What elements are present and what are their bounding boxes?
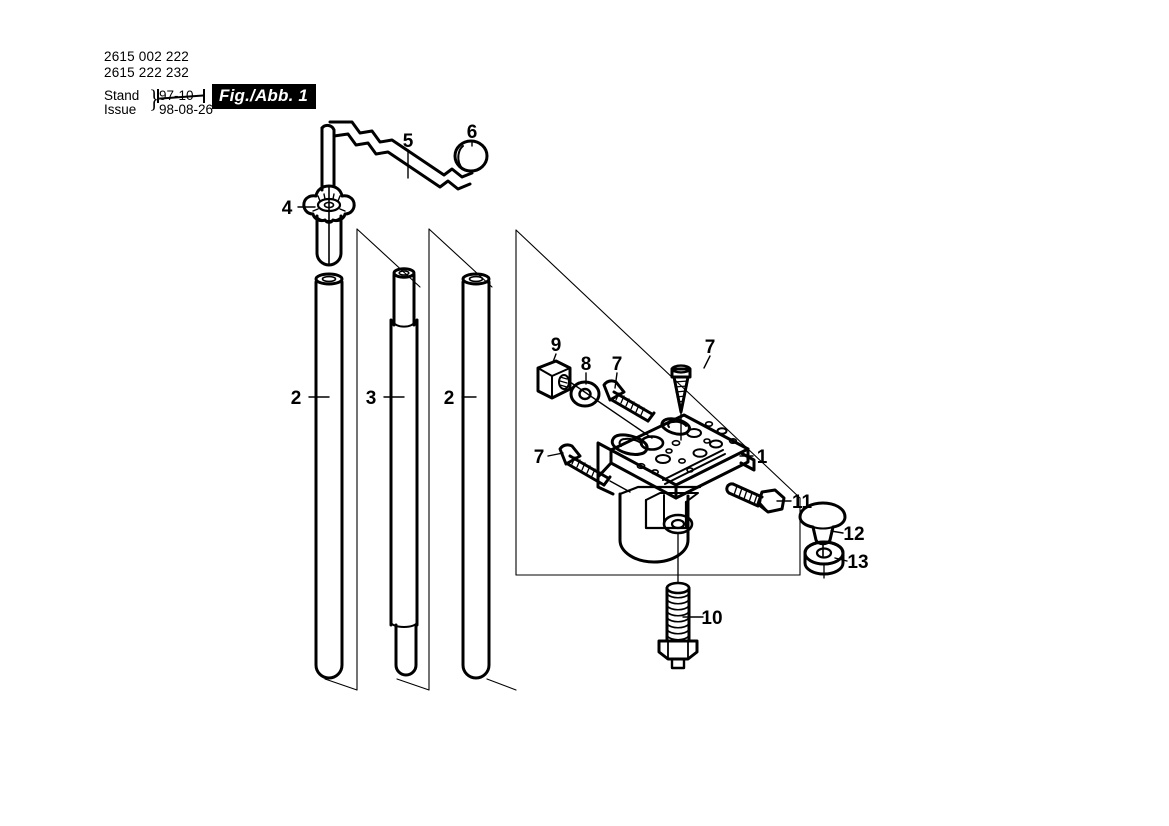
telescoping-tube xyxy=(389,267,419,677)
callout-numbers: 1 2 3 2 4 5 6 7 7 7 8 9 10 11 12 13 xyxy=(282,122,869,629)
callout-9: 9 xyxy=(551,335,562,356)
stand-date-strike-bracket-left xyxy=(157,89,159,103)
callout-8: 8 xyxy=(581,354,592,375)
callout-5: 5 xyxy=(403,131,414,152)
support-tube-left xyxy=(314,272,344,680)
callout-10: 10 xyxy=(701,608,722,629)
callout-11: 11 xyxy=(792,492,813,513)
callout-12: 12 xyxy=(843,524,864,545)
revision-brace: } xyxy=(149,86,159,113)
document-header: 2615 002 222 2615 222 232 Stand Issue } … xyxy=(104,50,314,119)
clamp-block xyxy=(536,359,572,400)
callout-4: 4 xyxy=(282,198,293,219)
hex-bolt xyxy=(725,482,786,514)
star-knob-nut xyxy=(302,184,356,267)
support-tube-right xyxy=(461,272,491,680)
callout-6: 6 xyxy=(467,122,478,143)
long-clamp-screw xyxy=(657,532,699,670)
revision-block: Stand Issue } 97-10 98-08-26 xyxy=(104,86,314,119)
callout-3: 3 xyxy=(366,388,377,409)
flat-washer xyxy=(569,380,601,408)
screw-upper xyxy=(602,379,656,423)
figure-label-box: Fig./Abb. 1 xyxy=(212,84,317,109)
callout-1: 1 xyxy=(757,447,768,468)
rubber-washer xyxy=(803,540,845,579)
part-number-primary: 2615 002 222 xyxy=(104,49,189,64)
part-number-secondary: 2615 222 232 xyxy=(104,64,189,80)
callout-7a: 7 xyxy=(612,354,623,375)
stand-date-strike-bracket-right xyxy=(203,89,205,103)
pad-knob xyxy=(798,501,847,557)
callout-leader-lines xyxy=(297,140,848,618)
callout-7b: 7 xyxy=(705,337,716,358)
issue-date: 98-08-26 xyxy=(159,102,214,117)
crank-handle xyxy=(320,120,474,192)
handle-grip-knob xyxy=(453,139,489,173)
callout-2b: 2 xyxy=(444,388,455,409)
screw-tapping xyxy=(670,364,692,414)
screw-left xyxy=(558,443,612,487)
stand-label: Stand xyxy=(104,88,140,103)
callout-2a: 2 xyxy=(291,388,302,409)
callout-7c: 7 xyxy=(534,447,545,468)
issue-label: Issue xyxy=(104,102,137,117)
mounting-plate-bracket xyxy=(596,413,756,564)
callout-13: 13 xyxy=(847,552,868,573)
